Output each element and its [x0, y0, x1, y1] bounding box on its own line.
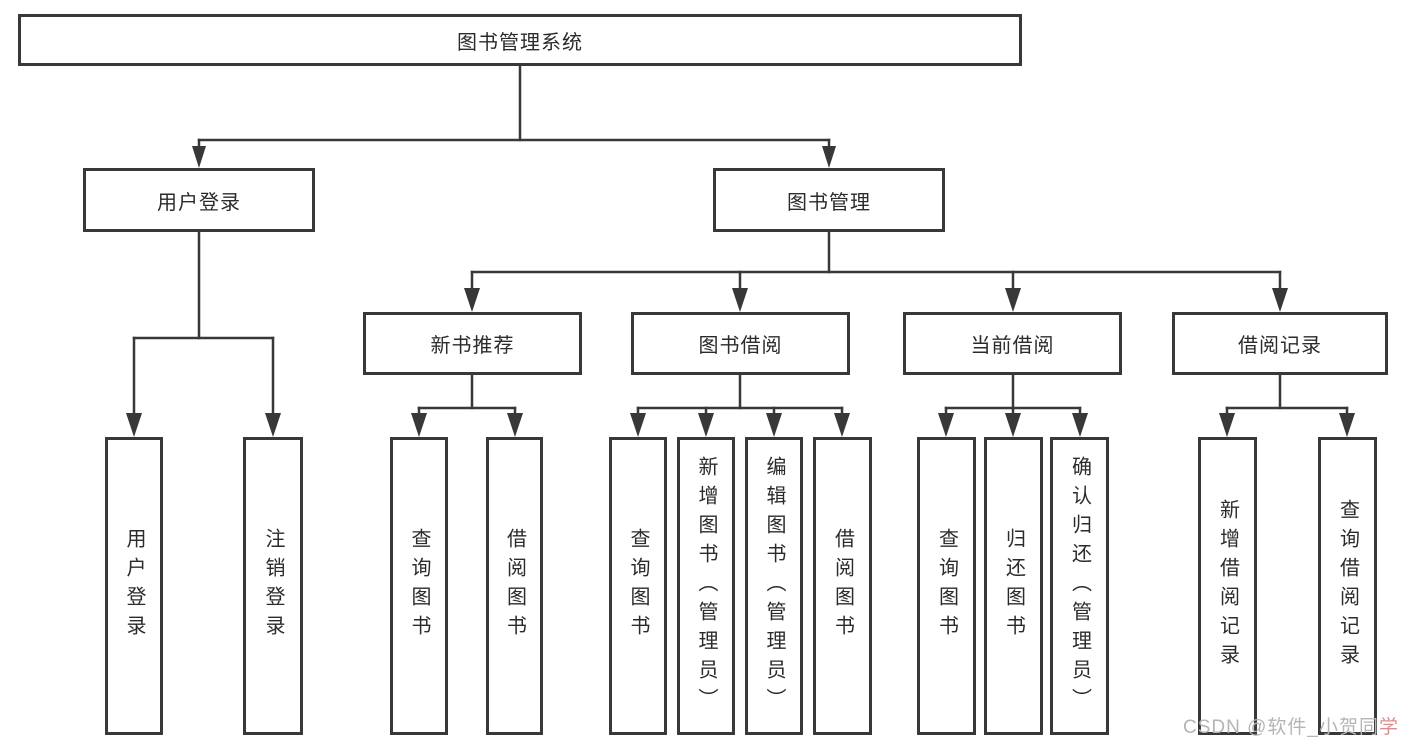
leaf-borrow-borrow: 借阅图书: [813, 437, 872, 735]
arrowhead-icon: [192, 146, 206, 168]
arrowhead-icon: [1272, 288, 1288, 312]
arrowhead-icon: [834, 413, 850, 437]
arrowhead-icon: [630, 413, 646, 437]
connector-book-borrow-children: [630, 373, 850, 437]
arrowhead-icon: [1072, 413, 1088, 437]
leaf-records-add-label: 新增借阅记录: [1216, 499, 1239, 673]
leaf-newbooks-query: 查询图书: [390, 437, 448, 735]
node-user-login: 用户登录: [83, 168, 315, 232]
node-user-login-label: 用户登录: [157, 191, 241, 214]
arrowhead-icon: [698, 413, 714, 437]
arrowhead-icon: [1219, 413, 1235, 437]
leaf-newbooks-query-label: 查询图书: [408, 528, 430, 644]
connector-book-mgmt-children: [464, 230, 1288, 312]
node-book-mgmt-label: 图书管理: [787, 191, 871, 214]
leaf-borrow-borrow-label: 借阅图书: [831, 528, 854, 644]
node-book-borrow: 图书借阅: [631, 312, 850, 375]
node-new-books-label: 新书推荐: [430, 335, 515, 357]
node-book-borrow-label: 图书借阅: [698, 335, 783, 357]
connector-user-login-children: [126, 230, 281, 437]
arrowhead-icon: [732, 288, 748, 312]
leaf-borrow-query-label: 查询图书: [627, 528, 649, 644]
leaf-records-query-label: 查询借阅记录: [1336, 499, 1359, 673]
arrowhead-icon: [1005, 413, 1021, 437]
arrowhead-icon: [265, 413, 281, 437]
leaf-newbooks-borrow-label: 借阅图书: [503, 528, 526, 644]
leaf-logout-label: 注销登录: [262, 528, 284, 644]
leaf-borrow-add-admin: 新增图书（管理员）: [677, 437, 735, 735]
arrowhead-icon: [822, 146, 836, 168]
leaf-logout: 注销登录: [243, 437, 303, 735]
node-new-books: 新书推荐: [363, 312, 582, 375]
leaf-current-query-label: 查询图书: [935, 528, 958, 644]
leaf-borrow-edit-admin: 编辑图书（管理员）: [745, 437, 803, 735]
node-root-label: 图书管理系统: [457, 31, 583, 54]
arrowhead-icon: [464, 288, 480, 312]
node-borrow-records: 借阅记录: [1172, 312, 1388, 375]
leaf-current-return: 归还图书: [984, 437, 1043, 735]
arrowhead-icon: [126, 413, 142, 437]
node-root: 图书管理系统: [18, 14, 1022, 66]
leaf-user-login: 用户登录: [105, 437, 163, 735]
arrowhead-icon: [938, 413, 954, 437]
csdn-watermark-accent: 学: [1378, 717, 1399, 738]
leaf-current-confirm-admin-label: 确认归还（管理员）: [1068, 455, 1091, 717]
leaf-borrow-edit-admin-label: 编辑图书（管理员）: [763, 455, 785, 717]
leaf-borrow-add-admin-label: 新增图书（管理员）: [695, 455, 717, 717]
arrowhead-icon: [507, 413, 523, 437]
connector-borrow-records-children: [1219, 373, 1355, 437]
connector-new-books-children: [411, 373, 523, 437]
connector-root-to-level2: [192, 64, 836, 168]
csdn-watermark: CSDN @软件_小贺同学: [1183, 712, 1399, 739]
node-current-borrow: 当前借阅: [903, 312, 1122, 375]
leaf-records-add: 新增借阅记录: [1198, 437, 1257, 735]
node-borrow-records-label: 借阅记录: [1238, 335, 1322, 357]
arrowhead-icon: [411, 413, 427, 437]
node-book-mgmt: 图书管理: [713, 168, 945, 232]
leaf-current-query: 查询图书: [917, 437, 976, 735]
arrowhead-icon: [766, 413, 782, 437]
csdn-watermark-text: CSDN @软件_小贺同: [1183, 717, 1379, 738]
leaf-user-login-label: 用户登录: [123, 528, 145, 644]
leaf-borrow-query: 查询图书: [609, 437, 667, 735]
leaf-current-return-label: 归还图书: [1002, 528, 1025, 644]
arrowhead-icon: [1005, 288, 1021, 312]
leaf-current-confirm-admin: 确认归还（管理员）: [1050, 437, 1109, 735]
leaf-newbooks-borrow: 借阅图书: [486, 437, 543, 735]
leaf-records-query: 查询借阅记录: [1318, 437, 1377, 735]
connector-current-borrow-children: [938, 373, 1088, 437]
node-current-borrow-label: 当前借阅: [970, 335, 1055, 357]
arrowhead-icon: [1339, 413, 1355, 437]
